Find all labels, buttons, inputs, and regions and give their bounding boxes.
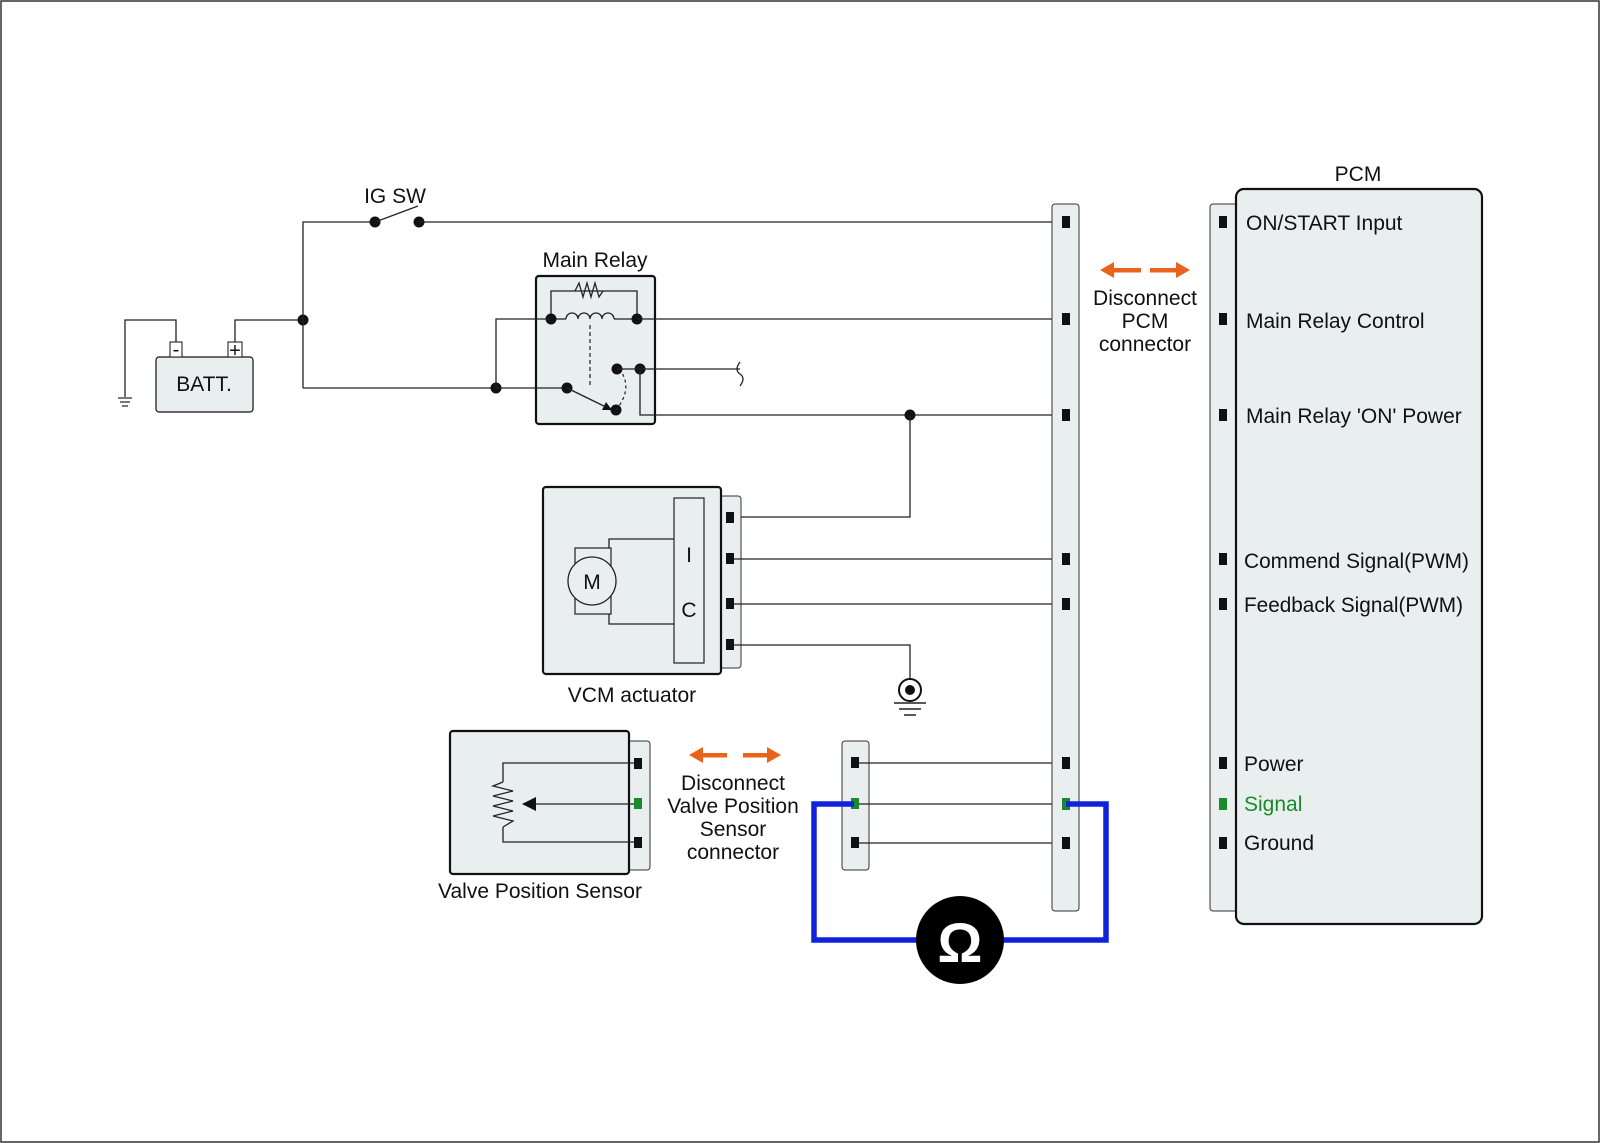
pcm-label: PCM	[1335, 163, 1382, 186]
disconnect-vps-line4: connector	[687, 841, 779, 864]
battery-label: BATT.	[176, 373, 232, 396]
ohmmeter-icon	[916, 896, 1004, 984]
chassis-ground-icon	[894, 678, 926, 716]
battery-ground-wire	[124, 319, 177, 397]
battery: - + BATT.	[155, 339, 254, 413]
ohmmeter-lead-right	[1000, 801, 1109, 943]
pcm-signal-pin	[1219, 798, 1227, 810]
valve-position-sensor-label: Valve Position Sensor	[438, 880, 642, 903]
main-relay-label: Main Relay	[542, 249, 648, 272]
disconnect-pcm-arrows	[1100, 262, 1190, 278]
vcm-actuator-label: VCM actuator	[568, 684, 696, 707]
ig-switch-blade	[374, 205, 419, 223]
pcm-terminal-commend-signal: Commend Signal(PWM)	[1244, 550, 1469, 573]
pcm-terminal-on-start-input: ON/START Input	[1246, 212, 1403, 235]
disconnect-pcm-line3: connector	[1099, 333, 1191, 356]
ohmmeter-lead-left	[811, 801, 920, 943]
pcm-terminal-main-relay-control: Main Relay Control	[1246, 310, 1425, 333]
disconnect-pcm-line2: PCM	[1122, 310, 1169, 333]
disconnect-vps-arrows	[689, 747, 781, 763]
ohm-symbol: Ω	[938, 911, 983, 974]
pcm-terminal-main-relay-on-power: Main Relay 'ON' Power	[1246, 405, 1462, 428]
pcm	[1234, 187, 1484, 926]
disconnect-vps-line3: Sensor	[700, 818, 767, 841]
pcm-terminal-ground: Ground	[1244, 832, 1314, 855]
battery-positive-wire	[234, 319, 303, 342]
motor-icon	[567, 556, 617, 606]
motor-label: M	[583, 571, 601, 594]
pcm-terminal-signal: Signal	[1244, 793, 1302, 816]
ic-label-bottom: C	[681, 599, 696, 622]
battery-minus-label: -	[173, 339, 180, 361]
vps-signal-pin	[634, 798, 642, 809]
disconnect-vps-line1: Disconnect	[681, 772, 785, 795]
battery-plus-label: +	[229, 340, 241, 362]
pcm-terminal-power: Power	[1244, 753, 1304, 776]
ic-label-top: I	[686, 544, 692, 567]
disconnect-vps-line2: Valve Position	[667, 795, 799, 818]
ig-sw-label: IG SW	[364, 185, 426, 208]
disconnect-pcm-line1: Disconnect	[1093, 287, 1197, 310]
ground-icon	[118, 397, 132, 407]
pcm-terminal-feedback-signal: Feedback Signal(PWM)	[1244, 594, 1463, 617]
valve-position-sensor	[448, 729, 631, 876]
